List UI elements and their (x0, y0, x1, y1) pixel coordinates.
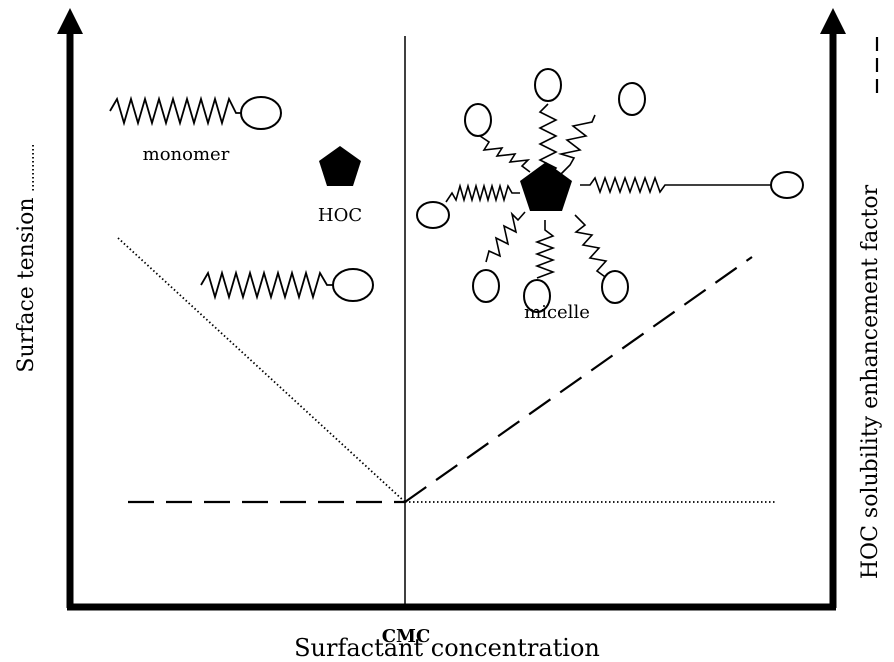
hoc-molecule-icon (319, 146, 361, 186)
solubility-enhancement-curve (128, 256, 753, 504)
left-axis-arrowhead (57, 8, 83, 34)
y-left-axis-label: Surface tension (14, 197, 39, 372)
monomer-molecule-2 (200, 268, 374, 302)
left-axis (57, 8, 83, 608)
micelle-label: micelle (524, 302, 590, 323)
monomer-label: monomer (143, 144, 230, 165)
y-right-axis-label: HOC solubility enhancement factor (858, 184, 883, 579)
micelle-heads (416, 68, 804, 313)
hoc-label: HOC (318, 205, 362, 226)
surface-tension-curve (117, 237, 776, 503)
right-axis-arrowhead (820, 8, 846, 34)
micelle (416, 68, 804, 313)
monomer-head (240, 96, 282, 130)
micelle-core-hoc-icon (520, 162, 572, 211)
monomer-head (332, 268, 374, 302)
micelle-tails (445, 103, 776, 280)
cmc-label: CMC (382, 626, 431, 647)
right-axis (820, 8, 846, 608)
x-axis-label: Surfactant concentration (294, 634, 600, 662)
monomer-molecule (109, 95, 282, 130)
